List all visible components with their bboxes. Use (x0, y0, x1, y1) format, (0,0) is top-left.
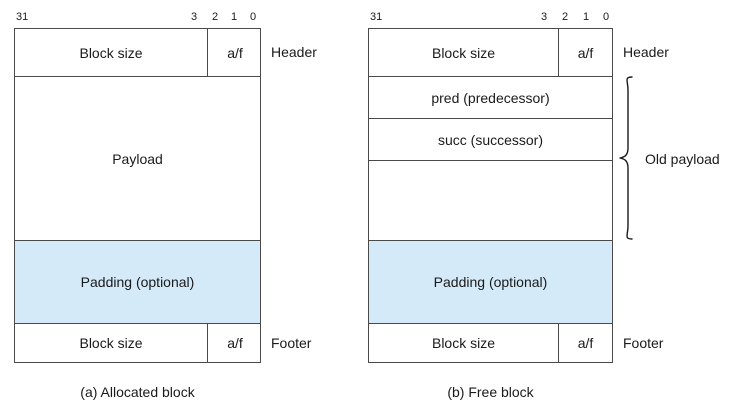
bit-label-1-a: 1 (231, 11, 238, 23)
allocated-padding-label: Padding (optional) (80, 274, 195, 290)
free-pred-label: pred (predecessor) (431, 89, 550, 106)
free-remainder-row (369, 161, 612, 241)
free-succ-row: succ (successor) (369, 119, 612, 161)
free-block-caption: (b) Free block (447, 384, 534, 400)
allocated-header-block-size: Block size (79, 44, 143, 61)
free-succ-label: succ (successor) (437, 131, 544, 148)
free-footer-alloc-flag: a/f (558, 324, 612, 362)
bit-label-2-a: 2 (212, 11, 219, 23)
allocated-block-box: Block size a/f Payload Padding (optional… (14, 28, 261, 363)
allocated-footer-row: Block size a/f (15, 324, 260, 362)
old-payload-label: Old payload (645, 151, 720, 167)
allocated-block-caption: (a) Allocated block (80, 384, 195, 400)
allocated-header-row: Block size a/f (15, 29, 260, 77)
allocated-padding-row: Padding (optional) (15, 241, 260, 324)
bit-label-31-b: 31 (370, 11, 383, 23)
allocated-header-side-label: Header (271, 44, 317, 60)
free-padding-row: Padding (optional) (369, 241, 612, 324)
bit-label-3-b: 3 (541, 11, 548, 23)
bit-label-1-b: 1 (583, 11, 590, 23)
bit-label-2-b: 2 (562, 11, 569, 23)
free-footer-side-label: Footer (623, 335, 664, 351)
free-remainder-label (369, 161, 612, 240)
free-header-side-label: Header (623, 44, 669, 60)
free-footer-row: Block size a/f (369, 324, 612, 362)
allocated-payload-label: Payload (112, 150, 163, 167)
allocated-footer-block-size: Block size (79, 335, 143, 351)
free-pred-row: pred (predecessor) (369, 77, 612, 119)
free-header-row: Block size a/f (369, 29, 612, 77)
free-block-box: Block size a/f pred (predecessor) succ (… (368, 28, 613, 363)
old-payload-brace-icon (618, 76, 640, 240)
allocated-footer-side-label: Footer (271, 335, 312, 351)
free-footer-block-size: Block size (431, 335, 496, 351)
bit-label-0-b: 0 (603, 11, 610, 23)
allocated-payload-row: Payload (15, 77, 260, 241)
free-padding-label: Padding (optional) (433, 274, 548, 290)
allocated-header-alloc-flag: a/f (207, 29, 262, 76)
bit-label-31-a: 31 (16, 11, 29, 23)
free-header-alloc-flag: a/f (558, 29, 612, 76)
bit-label-0-a: 0 (250, 11, 257, 23)
allocated-footer-alloc-flag: a/f (207, 324, 262, 362)
free-header-block-size: Block size (431, 44, 496, 61)
bit-label-3-a: 3 (191, 11, 198, 23)
